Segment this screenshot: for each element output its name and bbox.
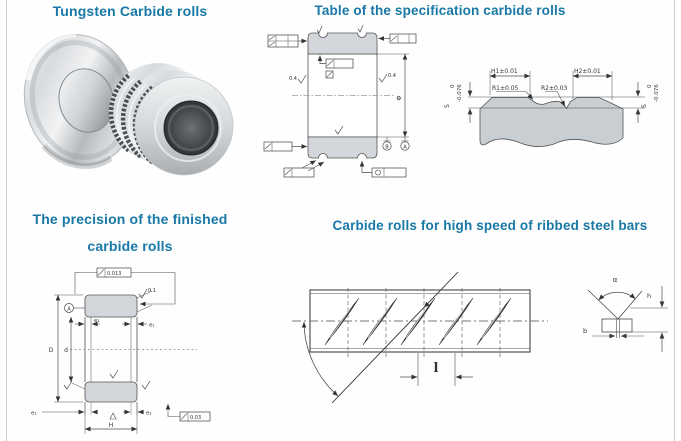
spec-section-drawing: Φ B A 0.4 0.4 bbox=[263, 24, 417, 178]
h-dimension: h bbox=[630, 286, 668, 352]
chamfer-leader-bottom-left bbox=[71, 382, 86, 390]
bore-diameter-dimension: d bbox=[64, 316, 74, 383]
s-dimension-right: 0 -0.076 S bbox=[635, 82, 660, 123]
svg-text:H2±0.01: H2±0.01 bbox=[574, 68, 601, 75]
tolerance-callout-bottom: 0.03 bbox=[165, 403, 211, 422]
roughness-mark-center bbox=[109, 369, 119, 379]
bottom-carbide-band bbox=[84, 381, 138, 403]
svg-text:0.013: 0.013 bbox=[107, 271, 121, 277]
roughness-mark-top-right: 0.1 bbox=[136, 288, 156, 313]
svg-text:e₁: e₁ bbox=[149, 323, 155, 329]
svg-text:0.4: 0.4 bbox=[289, 76, 297, 82]
tolerance-callout-top: 0.013 bbox=[74, 267, 176, 307]
ribbed-bar-drawing: l α b h bbox=[292, 271, 668, 404]
e1-dimension-left: e₁ bbox=[75, 318, 100, 327]
ribs bbox=[324, 297, 512, 346]
svg-text:S: S bbox=[444, 104, 451, 108]
h2-dimension: H2±0.01 bbox=[572, 68, 613, 100]
tolerance-callout-bottom-right bbox=[359, 160, 407, 178]
roughness-mark-right: 0.4 bbox=[378, 73, 396, 83]
tolerance-callout-bottom-left bbox=[283, 160, 325, 178]
tolerance-callout-right-top bbox=[378, 33, 417, 44]
title-ribbed-steel-bars: Carbide rolls for high speed of ribbed s… bbox=[332, 218, 648, 233]
svg-text:S: S bbox=[641, 104, 648, 108]
svg-text:e₂: e₂ bbox=[146, 411, 152, 417]
svg-text:l: l bbox=[434, 361, 439, 376]
roughness-mark-bottom-left bbox=[63, 380, 73, 390]
svg-text:A: A bbox=[67, 307, 71, 313]
svg-text:B: B bbox=[385, 144, 389, 150]
roughness-mark-top-left bbox=[316, 25, 323, 34]
svg-text:D: D bbox=[49, 347, 54, 354]
diameter-label: Φ bbox=[395, 95, 403, 100]
right-roll-grooved bbox=[108, 63, 234, 176]
tolerance-callout-left-bottom bbox=[263, 141, 308, 152]
pitch-dimension: l bbox=[400, 353, 473, 386]
svg-text:0: 0 bbox=[647, 84, 653, 88]
svg-text:d: d bbox=[64, 347, 68, 354]
h1-dimension: H1±0.01 bbox=[489, 68, 531, 96]
groove-profile-drawing: 0 -0.076 S 0 -0.076 S H1±0.01 H2±0.01 R1… bbox=[444, 68, 660, 147]
title-tungsten-carbide-rolls: Tungsten Carbide rolls bbox=[52, 3, 208, 19]
bottom-carbide-band bbox=[307, 136, 378, 159]
title-precision-line1: The precision of the finished bbox=[32, 211, 228, 227]
svg-text:0: 0 bbox=[450, 84, 456, 88]
tolerance-callout-inner bbox=[317, 55, 354, 79]
svg-text:R2±0.03: R2±0.03 bbox=[541, 85, 568, 92]
outer-diameter-dimension: D bbox=[49, 294, 83, 403]
svg-text:0.4: 0.4 bbox=[388, 73, 396, 79]
svg-text:-0.076: -0.076 bbox=[654, 84, 660, 102]
s-dimension-left: 0 -0.076 S bbox=[444, 82, 473, 123]
top-carbide-band bbox=[307, 32, 378, 55]
tolerance-callout-left-top bbox=[267, 34, 308, 48]
roughness-mark-bottom-center bbox=[334, 125, 344, 135]
e1-dimension-right: e₁ bbox=[122, 321, 155, 329]
rib-leader-arrow bbox=[423, 290, 441, 308]
svg-text:R1±0.05: R1±0.05 bbox=[492, 85, 519, 92]
svg-text:α: α bbox=[613, 276, 618, 284]
title-table-of-specification: Table of the specification carbide rolls bbox=[314, 3, 566, 18]
svg-text:b: b bbox=[583, 327, 587, 335]
roughness-mark-top-right bbox=[357, 24, 364, 33]
triangle-mark-bottom bbox=[109, 412, 117, 420]
svg-text:e₂: e₂ bbox=[31, 411, 37, 417]
top-carbide-band bbox=[84, 294, 138, 318]
roughness-mark-left: 0.4 bbox=[289, 74, 307, 84]
carbide-rolls-photo bbox=[23, 30, 234, 176]
title-precision-line2: carbide rolls bbox=[87, 238, 173, 254]
e2-dimension-right: e₂ bbox=[123, 402, 152, 417]
left-roll-ring bbox=[23, 30, 137, 169]
datum-a: A bbox=[400, 137, 410, 151]
svg-text:0.03: 0.03 bbox=[190, 415, 201, 421]
alpha-angle-arc bbox=[598, 291, 636, 301]
precision-drawing: D d H e₁ e₁ e₂ bbox=[31, 267, 211, 434]
b-dimension: b bbox=[583, 327, 644, 339]
width-dimension: H bbox=[84, 402, 138, 434]
e2-dimension-left: e₂ bbox=[31, 402, 98, 417]
svg-text:h: h bbox=[647, 292, 651, 300]
svg-text:H1±0.01: H1±0.01 bbox=[491, 68, 518, 75]
segment-divider-lines bbox=[347, 288, 501, 357]
r1-callout: R1±0.05 bbox=[492, 85, 534, 100]
svg-text:H: H bbox=[109, 422, 114, 429]
datum-b: B bbox=[382, 137, 392, 151]
r2-callout: R2±0.03 bbox=[541, 85, 568, 107]
svg-text:-0.076: -0.076 bbox=[457, 84, 463, 102]
angle-arc bbox=[301, 321, 339, 397]
groove-profile-body bbox=[479, 97, 624, 147]
datum-a: A bbox=[64, 303, 85, 313]
roughness-mark-bottom-right bbox=[141, 380, 151, 390]
svg-text:A: A bbox=[403, 144, 407, 150]
rib-profile-detail: α b h bbox=[583, 276, 668, 352]
svg-text:e₁: e₁ bbox=[94, 318, 100, 324]
